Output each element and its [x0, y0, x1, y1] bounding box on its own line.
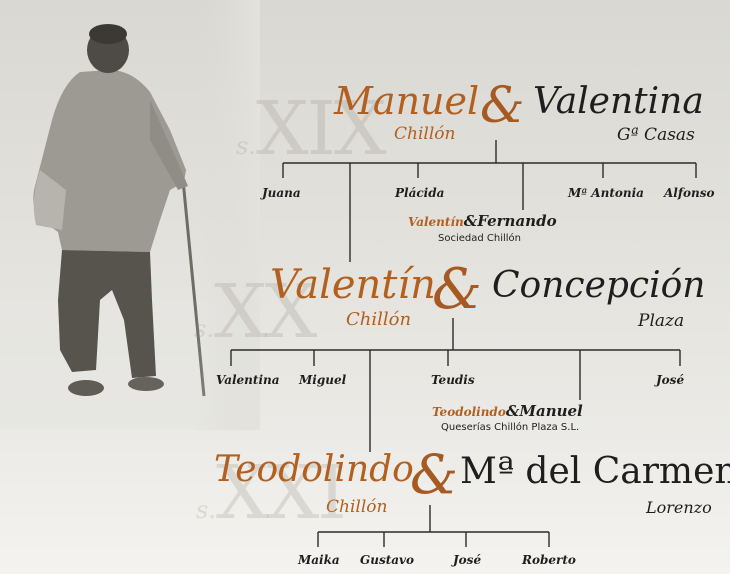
gen1-ampersand: & [480, 76, 525, 134]
gen2-child-jose: José [656, 373, 685, 387]
gen1-child-ma-antonia: Mª Antonia [568, 186, 644, 200]
gen3-child-roberto: Roberto [522, 553, 576, 567]
gen2-business-name-a: Teodolindo [432, 405, 506, 419]
gen1-business-name-a: Valentín [408, 215, 464, 229]
gen3-surname-left: Chillón [326, 497, 388, 517]
gen1-business-partners: Valentín&Fernando [408, 213, 557, 229]
gen2-business-name-b: Manuel [519, 402, 583, 420]
century-roman: XX [213, 269, 317, 355]
gen1-surname-right: Gª Casas [617, 125, 695, 145]
gen2-child-miguel: Miguel [299, 373, 347, 387]
century-watermark-19: s.XIX [236, 92, 387, 166]
gen2-surname-right: Plaza [638, 311, 685, 331]
century-watermark-20: s.XX [194, 275, 317, 349]
gen3-surname-right: Lorenzo [646, 498, 712, 517]
gen2-name-right: Concepción [492, 265, 706, 306]
background-photo-old-man [0, 0, 260, 430]
gen2-company: Queserías Chillón Plaza S.L. [441, 422, 580, 433]
gen1-business-name-b: Fernando [477, 212, 557, 230]
century-roman: XXI [215, 450, 347, 536]
gen1-business-connector: & [463, 212, 478, 230]
gen3-child-gustavo: Gustavo [360, 553, 415, 567]
gen1-surname-left: Chillón [394, 124, 456, 144]
gen2-name-left: Valentín [270, 262, 436, 308]
gen1-name-right: Valentina [533, 81, 704, 122]
gen1-company: Sociedad Chillón [438, 233, 522, 244]
gen2-business-partners: Teodolindo&Manuel [432, 403, 583, 419]
gen2-ampersand: & [432, 257, 482, 322]
century-roman: XIX [255, 86, 387, 172]
century-prefix: s. [194, 315, 214, 343]
century-prefix: s. [196, 496, 216, 524]
gen1-child-alfonso: Alfonso [664, 186, 715, 200]
gen2-business-connector: & [505, 402, 520, 420]
gen2-surname-left: Chillón [346, 309, 412, 330]
gen3-child-jose: José [453, 553, 482, 567]
century-watermark-21: s.XXI [196, 456, 347, 530]
gen3-name-right: Mª del Carmen [460, 451, 730, 492]
gen3-child-maika: Maika [298, 553, 340, 567]
gen1-child-juana: Juana [262, 186, 301, 200]
gen2-child-teudis: Teudis [431, 373, 475, 387]
gen2-child-valentina: Valentina [216, 373, 280, 387]
century-prefix: s. [236, 132, 256, 160]
gen1-name-left: Manuel [334, 79, 480, 123]
gen1-child-placida: Plácida [395, 186, 445, 200]
gen3-ampersand: & [410, 443, 459, 506]
gen3-name-left: Teodolindo [214, 449, 414, 490]
